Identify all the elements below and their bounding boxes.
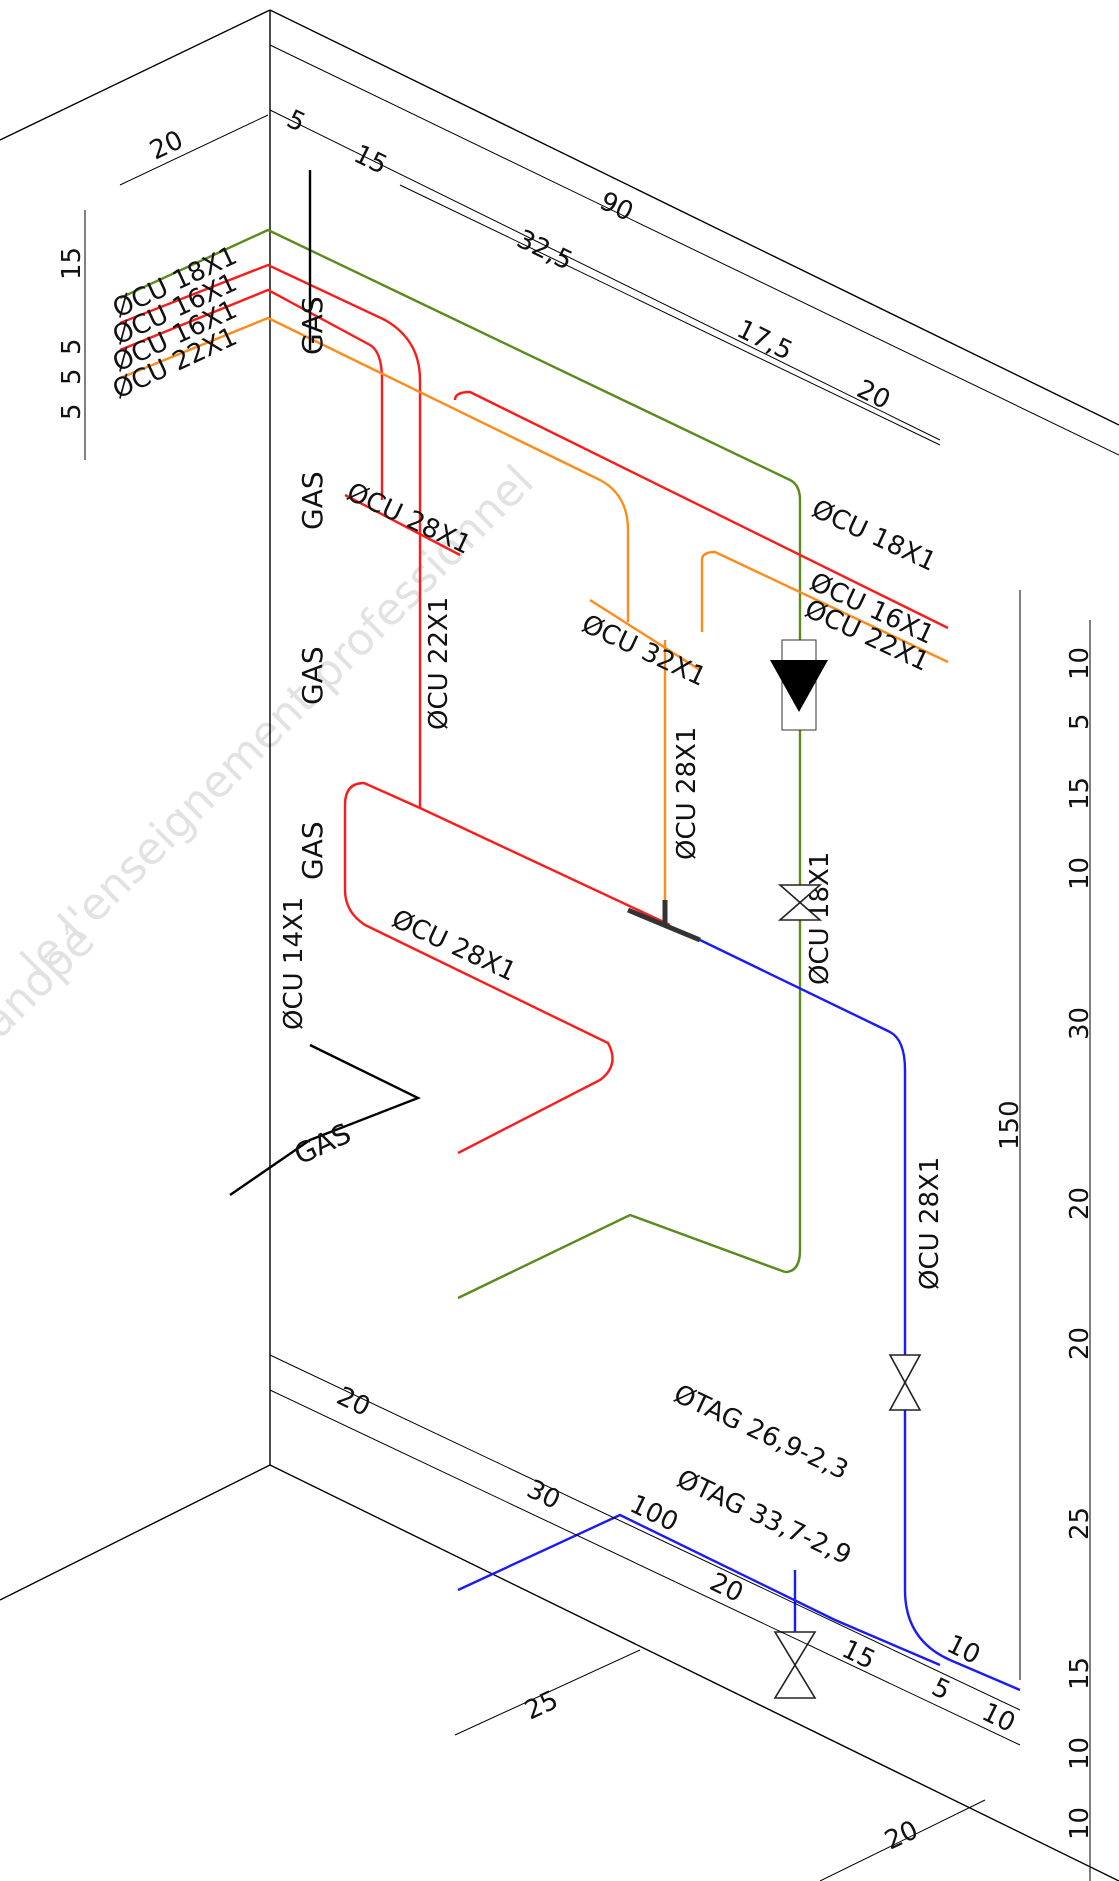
dim-bottom-10: 10: [977, 1697, 1020, 1738]
left-vertical-dimensions: 15 5 5 5: [57, 210, 87, 460]
label-cu28-blue: ØCU 28X1: [915, 1157, 945, 1290]
gas-label-2: GAS: [296, 471, 329, 530]
dim-top-20: 20: [145, 125, 188, 166]
dim-right-10a: 10: [1065, 647, 1095, 680]
dim-bottom-5: 5: [927, 1672, 955, 1706]
dim-bottom-25: 25: [520, 1685, 563, 1726]
dim-right-20a: 20: [1065, 1187, 1095, 1220]
dim-bottom-20c: 20: [880, 1815, 923, 1856]
dim-right-15a: 15: [1065, 777, 1095, 810]
dim-right-25: 25: [1065, 1507, 1095, 1540]
wall-outline: [0, 9, 1119, 1881]
dim-left-5a: 5: [57, 338, 87, 355]
dim-bottom-10b: 10: [942, 1629, 985, 1670]
label-cu22-vert: ØCU 22X1: [424, 597, 454, 730]
bottom-dimensions: 20 30 100 20 15 5 10 25 20 10: [269, 1354, 1021, 1881]
dim-right-10c: 10: [1065, 1737, 1095, 1770]
label-cu18-right: ØCU 18X1: [807, 494, 941, 578]
dim-top-15: 15: [349, 139, 392, 180]
gas-label-4: GAS: [296, 821, 329, 880]
dim-left-5c: 5: [57, 403, 87, 420]
total-height-dimension: 150: [995, 590, 1025, 1680]
dim-height-150: 150: [995, 1100, 1025, 1150]
dim-bottom-30: 30: [522, 1474, 565, 1515]
gas-label-1: GAS: [296, 296, 329, 355]
dim-left-15: 15: [57, 247, 87, 280]
dim-right-20b: 20: [1065, 1327, 1095, 1360]
pipe-labels: ØCU 18X1 ØCU 16X1 ØCU 16X1 ØCU 22X1 ØCU …: [108, 241, 945, 1571]
pipe-runs: [119, 170, 1021, 1692]
dim-top-90: 90: [595, 186, 638, 227]
dim-top-20b: 20: [852, 374, 895, 415]
label-cu28-vert: ØCU 28X1: [672, 727, 702, 860]
dim-right-15b: 15: [1065, 1657, 1095, 1690]
dim-right-10d: 10: [1065, 1807, 1095, 1840]
flow-arrow-icon: [770, 639, 828, 731]
dim-left-5b: 5: [57, 368, 87, 385]
dim-top-17-5: 17,5: [732, 314, 797, 366]
gas-label-3: GAS: [296, 646, 329, 705]
dim-top-32-5: 32,5: [512, 224, 577, 276]
valve-icon: [773, 884, 922, 1699]
dim-right-30: 30: [1065, 1007, 1095, 1040]
label-cu32: ØCU 32X1: [577, 609, 711, 693]
dim-right-5: 5: [1065, 713, 1095, 730]
dim-right-10b: 10: [1065, 857, 1095, 890]
label-cu14: ØCU 14X1: [279, 897, 309, 1030]
dim-top-5: 5: [282, 104, 310, 138]
right-vertical-dimensions: 10 5 15 10 30 20 20 25 15 10 10: [1065, 620, 1095, 1881]
